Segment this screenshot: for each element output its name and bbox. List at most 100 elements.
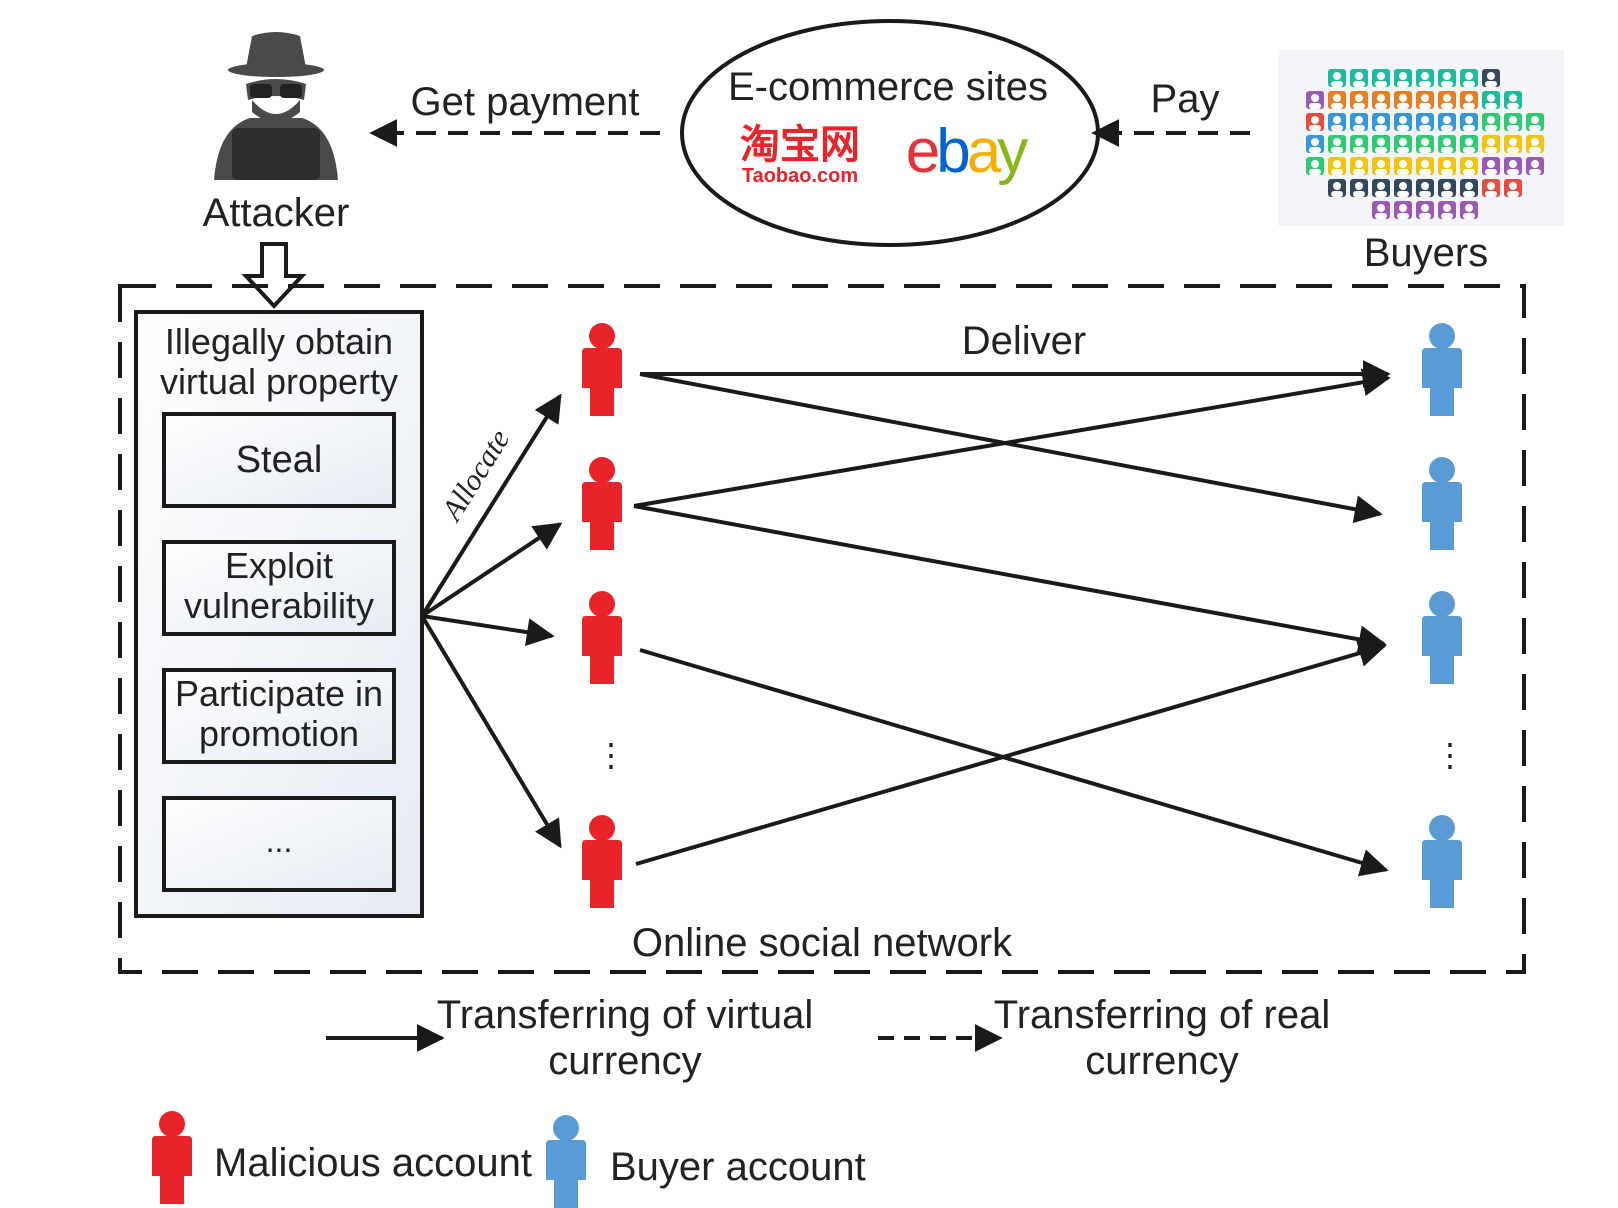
crowd-person-head xyxy=(1399,138,1407,146)
crowd-person-head xyxy=(1355,94,1363,102)
crowd-person-head xyxy=(1487,116,1495,124)
buyer-account-icon-4 xyxy=(1422,815,1462,908)
crowd-person-body xyxy=(1375,213,1387,219)
crowd-person-body xyxy=(1441,125,1453,131)
crowd-person-head xyxy=(1377,116,1385,124)
social-network-boundary xyxy=(118,284,1526,974)
crowd-person-body xyxy=(1419,213,1431,219)
crowd-person-body xyxy=(1463,125,1475,131)
crowd-person-head xyxy=(1487,72,1495,80)
crowd-person-head xyxy=(1421,72,1429,80)
social-network-label: Online social network xyxy=(632,921,1013,965)
crowd-person-head xyxy=(1377,138,1385,146)
crowd-person-body xyxy=(1375,103,1387,109)
crowd-person-body xyxy=(1375,147,1387,153)
crowd-person-head xyxy=(1311,116,1319,124)
method-steal-label: Steal xyxy=(236,439,323,481)
crowd-person-body xyxy=(1331,103,1343,109)
crowd-person-head xyxy=(1399,182,1407,190)
crowd-person-body xyxy=(1397,191,1409,197)
allocate-arrows xyxy=(420,393,563,849)
attacker-down-arrow xyxy=(241,242,307,309)
ebay-letter-y: y xyxy=(997,117,1028,186)
crowd-person-head xyxy=(1509,160,1517,168)
crowd-person-head xyxy=(1333,160,1341,168)
crowd-person-body xyxy=(1375,125,1387,131)
crowd-person-body xyxy=(1507,103,1519,109)
crowd-person-head xyxy=(1355,72,1363,80)
crowd-person-head xyxy=(1487,138,1495,146)
crowd-person-head xyxy=(1531,116,1539,124)
crowd-person-body xyxy=(1353,191,1365,197)
crowd-person-body xyxy=(1397,103,1409,109)
deliver-arrow-m2-b3 xyxy=(633,504,1387,654)
deliver-arrow-m4-b3 xyxy=(635,639,1387,866)
crowd-person-head xyxy=(1399,94,1407,102)
crowd-person-head xyxy=(1465,138,1473,146)
crowd-person-body xyxy=(1397,169,1409,175)
crowd-person-head xyxy=(1333,138,1341,146)
legend-real-line1: Transferring of real xyxy=(994,993,1330,1037)
buyer-account-icon-1 xyxy=(1422,323,1462,416)
crowd-person-head xyxy=(1377,160,1385,168)
crowd-person-head xyxy=(1465,72,1473,80)
allocate-arrow-2 xyxy=(420,522,563,618)
crowd-person-head xyxy=(1443,160,1451,168)
allocate-label: Allocate xyxy=(434,424,516,528)
crowd-person-body xyxy=(1529,169,1541,175)
crowd-person-body xyxy=(1529,125,1541,131)
crowd-person-body xyxy=(1375,81,1387,87)
crowd-person-body xyxy=(1507,169,1519,175)
crowd-person-head xyxy=(1355,138,1363,146)
attacker-label: Attacker xyxy=(203,191,350,235)
crowd-person-head xyxy=(1421,138,1429,146)
crowd-person-body xyxy=(1485,103,1497,109)
crowd-person-body xyxy=(1463,103,1475,109)
crowd-person-body xyxy=(1331,147,1343,153)
crowd-person-body xyxy=(1353,125,1365,131)
legend-malicious-icon xyxy=(152,1111,192,1204)
method-promotion-line2: promotion xyxy=(199,713,359,754)
crowd-person-body xyxy=(1331,125,1343,131)
crowd-person-head xyxy=(1377,182,1385,190)
crowd-person-head xyxy=(1399,204,1407,212)
allocate-arrow-4 xyxy=(420,614,562,849)
crowd-person-body xyxy=(1397,125,1409,131)
crowd-person-body xyxy=(1507,147,1519,153)
crowd-person-head xyxy=(1333,182,1341,190)
crowd-person-head xyxy=(1311,138,1319,146)
method-other-label: ... xyxy=(266,823,293,859)
buyers-label: Buyers xyxy=(1364,231,1489,275)
crowd-person-body xyxy=(1463,81,1475,87)
crowd-person-head xyxy=(1465,94,1473,102)
ebay-letter-e: e xyxy=(906,117,938,186)
crowd-person-body xyxy=(1397,213,1409,219)
method-box-steal xyxy=(162,412,396,508)
crowd-person-body xyxy=(1331,81,1343,87)
crowd-person-head xyxy=(1421,116,1429,124)
crowd-person-head xyxy=(1509,138,1517,146)
method-box-exploit xyxy=(162,540,396,636)
allocate-arrow-3 xyxy=(421,614,555,647)
method-exploit-line1: Exploit xyxy=(225,545,333,586)
crowd-person-body xyxy=(1485,81,1497,87)
buyer-account-icon-3 xyxy=(1422,591,1462,684)
crowd-person-body xyxy=(1441,169,1453,175)
crowd-person-body xyxy=(1375,169,1387,175)
crowd-person-body xyxy=(1397,147,1409,153)
crowd-person-head xyxy=(1443,138,1451,146)
crowd-person-body xyxy=(1309,125,1321,131)
crowd-person-head xyxy=(1399,116,1407,124)
crowd-person-body xyxy=(1353,147,1365,153)
crowd-person-body xyxy=(1441,147,1453,153)
deliver-label: Deliver xyxy=(962,319,1086,363)
method-box-promotion xyxy=(162,668,396,764)
crowd-person-body xyxy=(1419,125,1431,131)
crowd-person-body xyxy=(1419,147,1431,153)
buyer-account-icon-2 xyxy=(1422,457,1462,550)
attacker-icon xyxy=(214,32,338,180)
crowd-person-head xyxy=(1509,182,1517,190)
deliver-arrows xyxy=(633,360,1391,877)
crowd-person-body xyxy=(1353,81,1365,87)
allocate-arrow-1 xyxy=(420,393,562,618)
